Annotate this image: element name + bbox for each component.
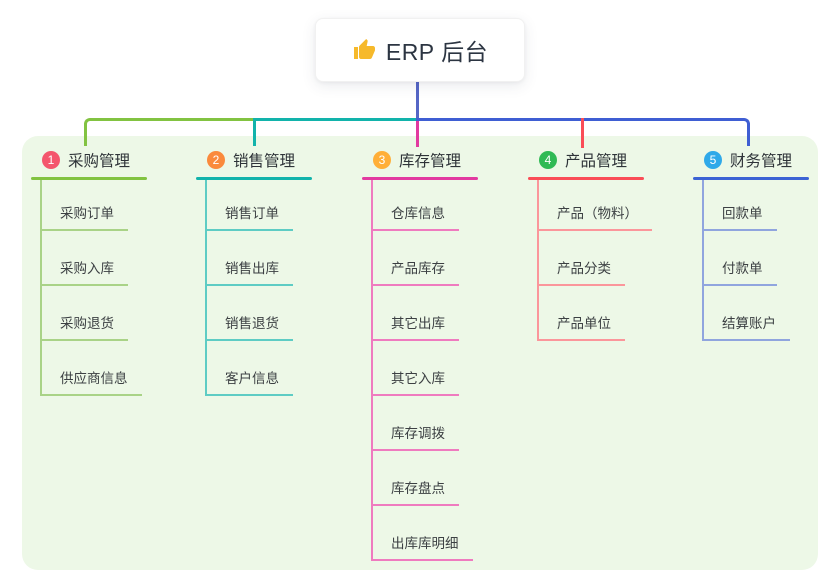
node-product-material[interactable]: 产品（物料）	[537, 205, 652, 231]
branch-trunk	[702, 180, 704, 341]
branch-trunk	[371, 180, 373, 561]
connector-root-drop	[416, 82, 419, 119]
node-product-unit[interactable]: 产品单位	[537, 315, 625, 341]
branch-product-management[interactable]: 4 产品管理	[539, 150, 627, 170]
branch-label: 库存管理	[399, 153, 462, 170]
node-payment-doc[interactable]: 付款单	[702, 260, 777, 286]
root-node[interactable]: ERP 后台	[315, 18, 525, 82]
node-purchase-inbound[interactable]: 采购入库	[40, 260, 128, 286]
branches-panel	[22, 136, 818, 570]
node-outbound-detail[interactable]: 出库库明细	[371, 535, 473, 561]
branch-underline	[693, 177, 809, 180]
node-sales-order[interactable]: 销售订单	[205, 205, 293, 231]
node-purchase-order[interactable]: 采购订单	[40, 205, 128, 231]
node-other-outbound[interactable]: 其它出库	[371, 315, 459, 341]
node-receipt-doc[interactable]: 回款单	[702, 205, 777, 231]
branch-underline	[362, 177, 478, 180]
node-customer-info[interactable]: 客户信息	[205, 370, 293, 396]
branch-trunk	[537, 180, 539, 341]
node-other-inbound[interactable]: 其它入库	[371, 370, 459, 396]
thumbs-up-icon	[353, 39, 375, 59]
connector-bus-purchase	[84, 118, 253, 146]
connector-drop-inventory	[416, 121, 419, 147]
node-warehouse-info[interactable]: 仓库信息	[371, 205, 459, 231]
branch-purchase-management[interactable]: 1 采购管理	[42, 150, 130, 170]
node-sales-outbound[interactable]: 销售出库	[205, 260, 293, 286]
badge-5: 5	[704, 151, 722, 169]
connector-drop-product	[581, 118, 584, 148]
branch-inventory-management[interactable]: 3 库存管理	[373, 150, 461, 170]
node-purchase-return[interactable]: 采购退货	[40, 315, 128, 341]
node-stock-taking[interactable]: 库存盘点	[371, 480, 459, 506]
node-supplier-info[interactable]: 供应商信息	[40, 370, 142, 396]
branch-label: 采购管理	[68, 153, 131, 170]
branch-trunk	[40, 180, 42, 396]
branch-underline	[196, 177, 312, 180]
connector-bus-sales	[253, 118, 416, 146]
badge-2: 2	[207, 151, 225, 169]
branch-label: 产品管理	[565, 153, 628, 170]
badge-4: 4	[539, 151, 557, 169]
badge-3: 3	[373, 151, 391, 169]
branch-underline	[31, 177, 147, 180]
branch-label: 销售管理	[233, 153, 296, 170]
node-sales-return[interactable]: 销售退货	[205, 315, 293, 341]
badge-1: 1	[42, 151, 60, 169]
node-stock-transfer[interactable]: 库存调拨	[371, 425, 459, 451]
branch-sales-management[interactable]: 2 销售管理	[207, 150, 295, 170]
root-label: ERP 后台	[385, 39, 489, 65]
branch-underline	[528, 177, 644, 180]
branch-finance-management[interactable]: 5 财务管理	[704, 150, 792, 170]
node-product-stock[interactable]: 产品库存	[371, 260, 459, 286]
node-product-category[interactable]: 产品分类	[537, 260, 625, 286]
branch-trunk	[205, 180, 207, 396]
branch-label: 财务管理	[730, 153, 793, 170]
node-settlement-account[interactable]: 结算账户	[702, 315, 790, 341]
